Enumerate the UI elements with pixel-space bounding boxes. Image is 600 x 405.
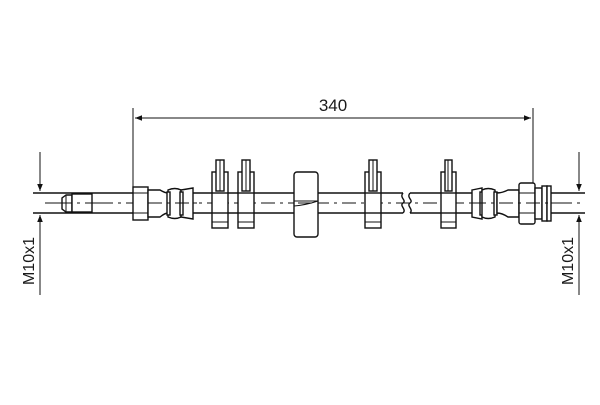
hose-clip-3 <box>364 159 382 229</box>
hose-clip-4 <box>440 159 457 229</box>
right-hex-fitting <box>471 182 568 225</box>
hose-clip-2 <box>237 159 255 229</box>
right-thread-callout: M10x1 <box>560 152 582 295</box>
length-label: 340 <box>319 96 347 115</box>
length-dimension: 340 <box>132 96 534 187</box>
left-thread-callout: M10x1 <box>21 152 43 295</box>
hose-clip-1 <box>211 159 229 229</box>
center-grommet <box>293 171 319 238</box>
left-thread-label: M10x1 <box>21 237 38 285</box>
left-hex-fitting <box>132 186 197 221</box>
left-tube-nut <box>58 193 100 213</box>
break-mark-icon <box>401 192 412 214</box>
right-thread-label: M10x1 <box>560 237 577 285</box>
